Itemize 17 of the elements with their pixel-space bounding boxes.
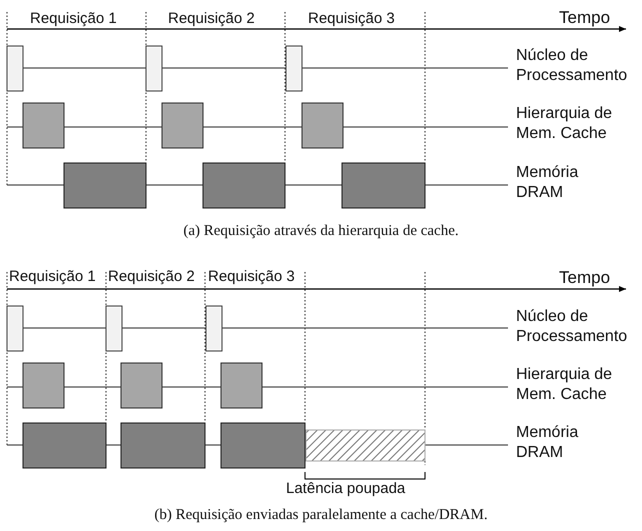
column-label: Requisição 2 [108,268,195,286]
row-label: Memória DRAM [516,163,580,203]
annotation: Latência poupada [286,480,406,498]
axis-label: Tempo [559,9,610,27]
column-label: Requisição 2 [168,10,255,28]
row-label: Hierarquia de Mem. Cache [516,365,614,405]
column-label: Requisição 3 [208,268,295,286]
axis-label: Tempo [559,269,610,287]
column-label: Requisição 1 [9,268,96,286]
row-label: Memória DRAM [516,423,580,463]
caption: (a) Requisição através da hierarquia de cache. [182,222,460,240]
caption: (b) Requisição enviadas paralelamente a cache/DRAM. [153,506,489,524]
row-label: Núcleo de Processamento [516,46,624,86]
column-label: Requisição 1 [30,10,117,28]
row-label: Núcleo de Processamento [516,307,624,347]
column-label: Requisição 3 [308,10,395,28]
row-label: Hierarquia de Mem. Cache [516,104,614,144]
